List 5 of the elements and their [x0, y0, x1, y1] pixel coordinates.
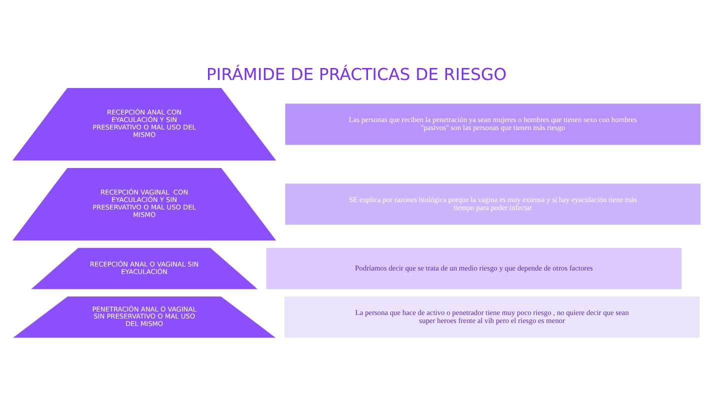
diagram-title: PIRÁMIDE DE PRÁCTICAS DE RIESGO	[206, 64, 507, 84]
node-box: Las personas que reciben la penetración ya sean mujeres o hombres que tienen sexo con hombres "pasivos" son las personas que tienen más riesgo	[285, 104, 701, 145]
node-box: SE explica por razones biológica porque la vagina es muy extensa y si hay eyaculación tiene más tiempo para poder infectar	[285, 184, 701, 225]
node-box: Podríamos decir que se trata de un medio riesgo y que depende de otros factores	[266, 248, 682, 290]
node-box: La persona que hace de activo o penetrador tiene muy poco riesgo , no quiere decir que sean super heroes frente al vih pero el riesgo es menor	[284, 296, 700, 338]
